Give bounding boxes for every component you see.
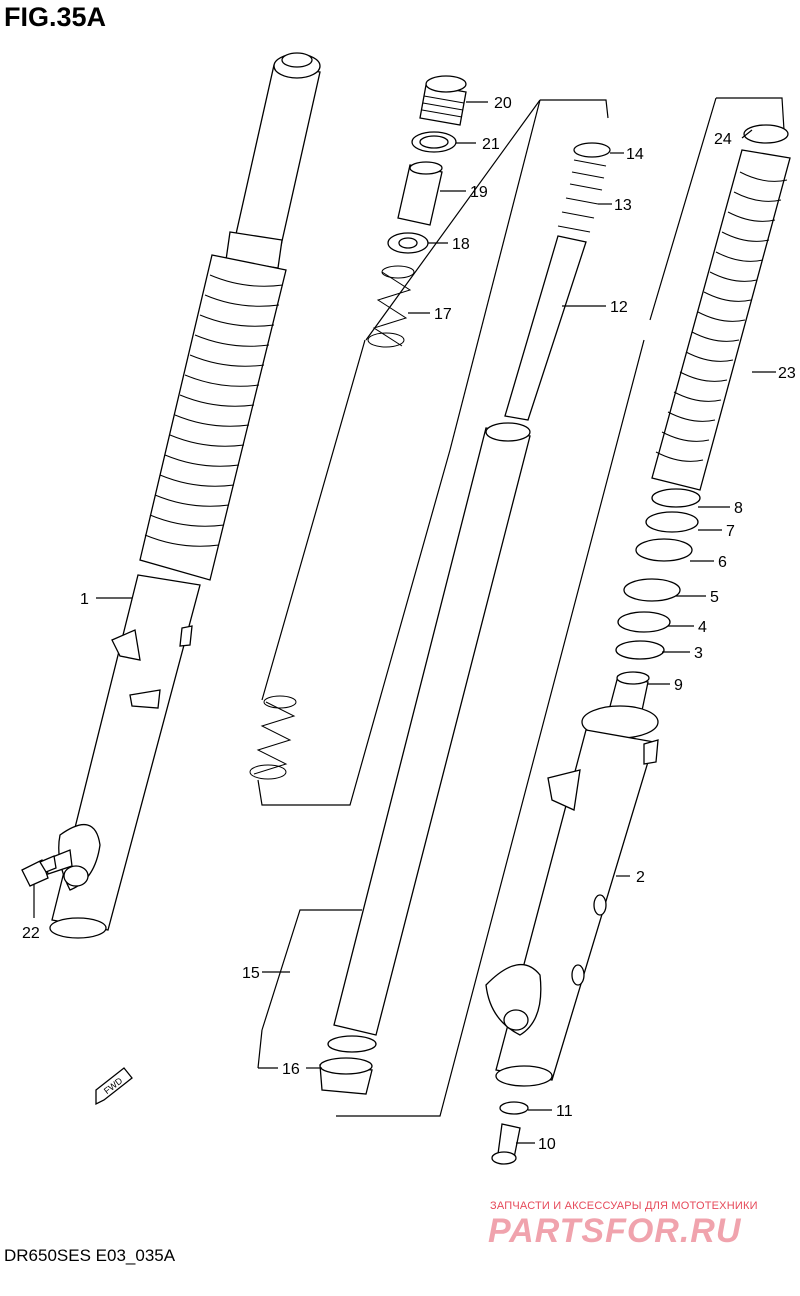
callout-21: 21 <box>482 136 500 153</box>
callout-14: 14 <box>626 146 644 163</box>
callout-13: 13 <box>614 197 632 214</box>
pinch-bolt-22 <box>21 855 57 887</box>
figure-title: FIG.35A <box>4 2 107 32</box>
outer-tube-2 <box>485 705 659 1087</box>
drain-bolt-10 <box>491 1123 521 1165</box>
callout-22: 22 <box>22 925 40 942</box>
left-fork-assembly <box>44 52 321 939</box>
cap-bolt-20 <box>419 75 467 126</box>
right-group-frame <box>336 97 785 1117</box>
seal-stack <box>615 488 701 660</box>
callout-18: 18 <box>452 236 470 253</box>
callout-11: 11 <box>556 1103 573 1120</box>
callout-6: 6 <box>718 554 727 571</box>
callout-5: 5 <box>710 589 719 606</box>
callout-23: 23 <box>778 365 796 382</box>
callout-2: 2 <box>636 869 645 886</box>
callout-3: 3 <box>694 645 703 662</box>
fork-spring-17 <box>367 265 415 348</box>
washer-11 <box>499 1101 529 1115</box>
slide-bushing-16 <box>319 1035 377 1095</box>
callout-10: 10 <box>538 1136 556 1153</box>
callout-16: 16 <box>282 1061 300 1078</box>
watermark-subtitle: ЗАПЧАСТИ И АКСЕССУАРЫ ДЛЯ МОТОТЕХНИКИ <box>490 1200 758 1212</box>
callout-12: 12 <box>610 299 628 316</box>
spacer-19 <box>397 161 443 226</box>
dust-boot-23 <box>651 124 791 491</box>
callout-4: 4 <box>698 619 707 636</box>
callout-20: 20 <box>494 95 512 112</box>
callout-24: 24 <box>714 131 732 148</box>
watermark-brand: PARTSFOR.RU <box>488 1212 742 1250</box>
spring-group-frame <box>257 99 609 806</box>
callout-9: 9 <box>674 677 683 694</box>
callout-8: 8 <box>734 500 743 517</box>
inner-tube-15 <box>257 422 531 1069</box>
callout-7: 7 <box>726 523 735 540</box>
callout-15: 15 <box>242 965 260 982</box>
callout-labels: 1 2 3 4 5 6 7 8 9 10 11 12 13 14 15 16 1… <box>22 95 796 1153</box>
callout-19: 19 <box>470 184 488 201</box>
callout-17: 17 <box>434 306 452 323</box>
model-code: DR650SES E03_035A <box>4 1246 176 1265</box>
fwd-arrow-icon: FWD <box>95 1067 133 1106</box>
callout-1: 1 <box>80 591 89 608</box>
fork-spring-lower-coils <box>249 695 297 780</box>
damper-rod-12 <box>503 142 611 439</box>
leader-lines <box>33 101 776 1144</box>
